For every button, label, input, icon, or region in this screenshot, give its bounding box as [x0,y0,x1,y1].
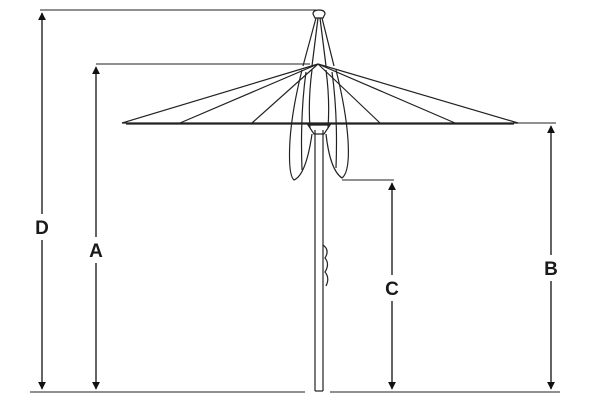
umbrella-finial [302,9,335,67]
umbrella-crank [322,244,329,287]
umbrella-folded-panels [288,69,349,181]
label-backgrounds [30,214,563,301]
dimension-label-a: A [89,241,103,262]
umbrella [121,9,519,392]
umbrella-canopy [121,63,519,125]
umbrella-pole [314,130,324,392]
dimension-arrows [38,12,555,390]
dimension-label-b: B [544,259,558,280]
dimension-label-d: D [35,218,49,239]
dimension-label-c: C [385,279,399,300]
umbrella-hub [306,124,332,135]
extension-lines [30,9,560,393]
